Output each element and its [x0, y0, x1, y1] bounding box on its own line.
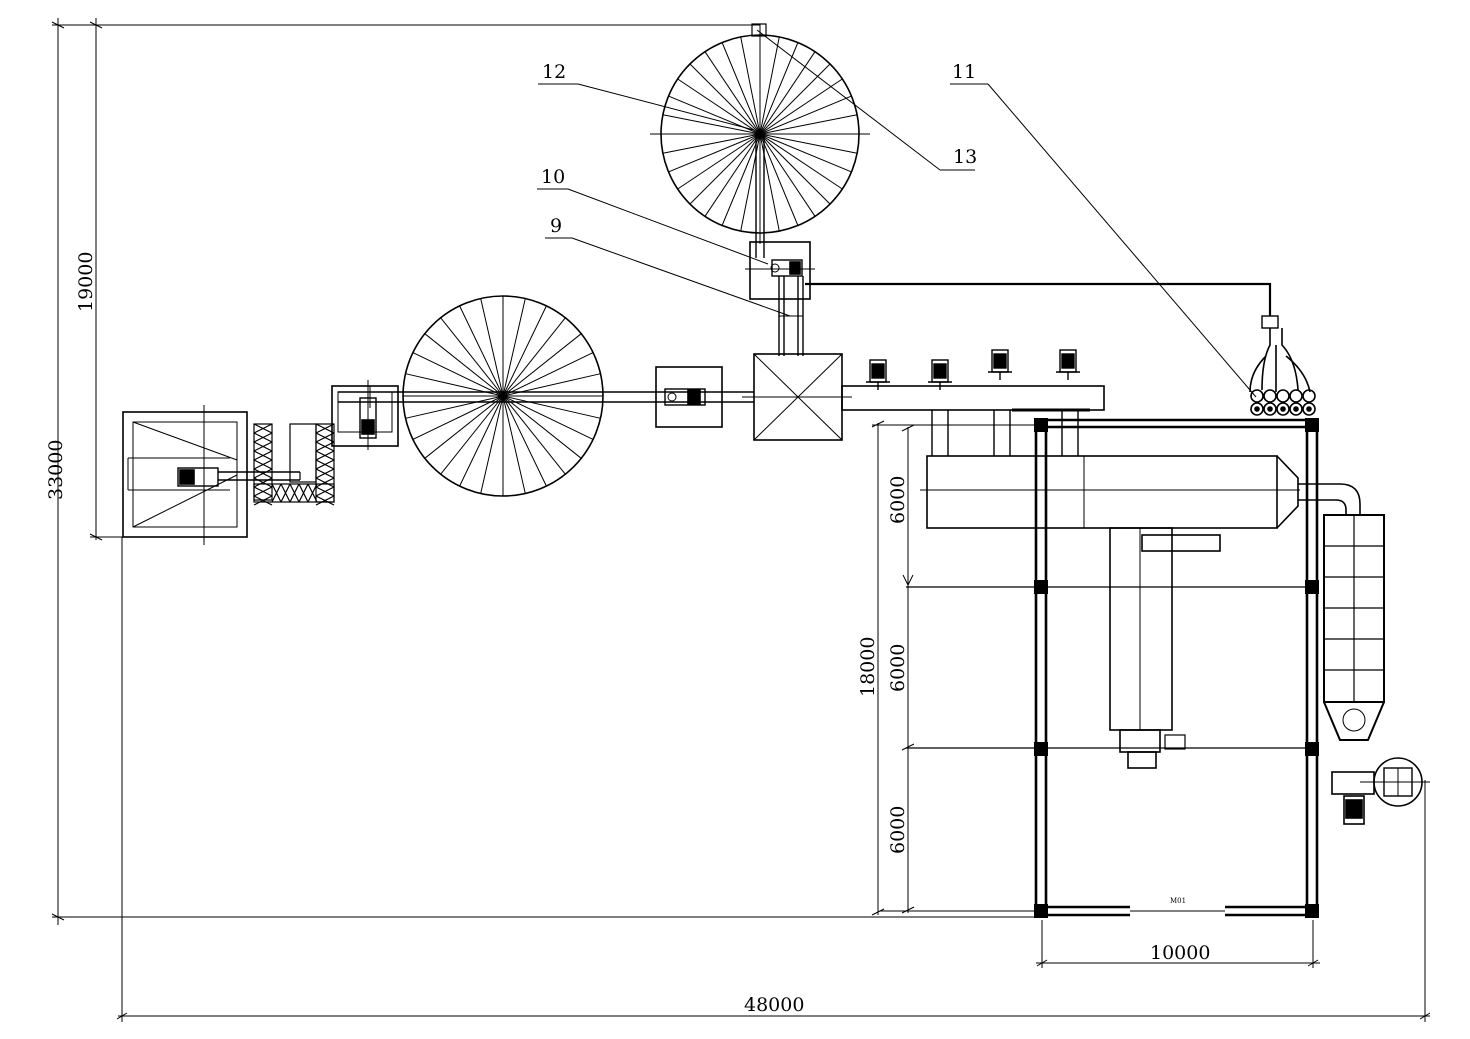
- grab-13: [1249, 328, 1311, 393]
- dim-upper-height: 19000: [75, 252, 97, 312]
- main-pipe: [338, 386, 754, 408]
- spoke: [668, 133, 761, 173]
- spoke: [440, 317, 504, 397]
- overall-dimensions: [51, 18, 1431, 1022]
- motor-icon: [928, 359, 952, 390]
- transfer-pump: [655, 366, 723, 428]
- conveyor-head-box: [331, 380, 399, 450]
- spoke: [759, 133, 816, 217]
- spoke: [759, 133, 843, 190]
- callout-11: 12: [542, 61, 566, 83]
- spoke: [412, 352, 504, 397]
- callout-13: 11: [952, 61, 976, 83]
- spoke: [502, 395, 601, 419]
- spoke: [704, 51, 761, 135]
- building-frame: [906, 418, 1319, 917]
- spoke: [405, 395, 504, 419]
- spoke: [424, 333, 504, 397]
- spoke: [502, 395, 566, 475]
- spoke: [662, 133, 761, 154]
- exhaust-duct: [1298, 483, 1361, 515]
- spoke: [677, 78, 761, 135]
- callout-leaders: [537, 29, 1257, 398]
- spoke: [759, 114, 858, 135]
- spoke: [440, 395, 504, 475]
- spoke: [502, 395, 547, 487]
- spoke: [759, 63, 831, 135]
- callout-12: 13: [953, 146, 977, 168]
- dim-bay-3: 6000: [887, 806, 909, 854]
- spoke: [721, 133, 761, 226]
- feed-chutes: [931, 410, 1079, 456]
- spoke: [721, 42, 761, 135]
- dryer-chute: [1109, 527, 1221, 769]
- pipe-to-13: [805, 282, 1279, 329]
- spoke: [412, 395, 504, 440]
- spoke: [480, 395, 504, 494]
- bag-filter: [1323, 514, 1385, 741]
- spoke: [424, 395, 504, 459]
- distribution-box: [742, 353, 852, 441]
- spoke: [759, 133, 831, 205]
- upper-thickener: [650, 23, 870, 258]
- spoke: [759, 133, 858, 154]
- dim-overall-width: 48000: [744, 994, 804, 1016]
- pump-house-10: [745, 241, 815, 300]
- grab-spools: [1250, 389, 1316, 416]
- door-label: M01: [1170, 897, 1186, 905]
- spoke: [759, 133, 799, 226]
- spoke: [459, 395, 504, 487]
- spoke: [480, 298, 504, 397]
- spoke: [662, 114, 761, 135]
- spoke: [668, 95, 761, 135]
- belt-conveyor: [253, 423, 335, 506]
- spoke: [502, 395, 582, 459]
- spoke: [759, 133, 780, 232]
- callout-10: 10: [541, 166, 565, 188]
- spoke: [740, 36, 761, 135]
- spoke: [459, 305, 504, 397]
- callout-9: 9: [550, 215, 562, 237]
- spoke: [502, 317, 566, 397]
- motor-icon: [866, 359, 890, 390]
- spoke: [759, 36, 780, 135]
- agitator-motors: [866, 349, 1080, 390]
- spoke: [502, 305, 547, 397]
- spoke: [759, 78, 843, 135]
- dryer-drum: [920, 455, 1300, 529]
- spoke: [704, 133, 761, 217]
- lower-thickener: [402, 295, 604, 497]
- spoke: [502, 395, 526, 494]
- spoke: [759, 133, 852, 173]
- spoke: [502, 395, 594, 440]
- spoke: [502, 352, 594, 397]
- dim-bay-1: 6000: [887, 476, 909, 524]
- dim-bay-2: 6000: [887, 644, 909, 692]
- dim-building-width: 10000: [1150, 942, 1210, 964]
- pipe-9: [778, 276, 804, 356]
- feed-channel: [841, 385, 1105, 412]
- dim-overall-height: 33000: [45, 440, 67, 500]
- columns: [1034, 418, 1319, 918]
- spoke: [502, 298, 526, 397]
- spoke: [689, 133, 761, 205]
- spoke: [689, 63, 761, 135]
- spoke: [759, 95, 852, 135]
- spoke: [759, 42, 799, 135]
- spoke: [677, 133, 761, 190]
- spoke: [740, 133, 761, 232]
- feed-bin-left: [122, 405, 300, 545]
- dim-building-depth: 18000: [857, 637, 879, 697]
- spoke: [502, 333, 582, 397]
- motor-icon: [988, 349, 1012, 380]
- spoke: [759, 51, 816, 135]
- exhaust-fan: [1331, 757, 1430, 825]
- motor-icon: [1056, 349, 1080, 380]
